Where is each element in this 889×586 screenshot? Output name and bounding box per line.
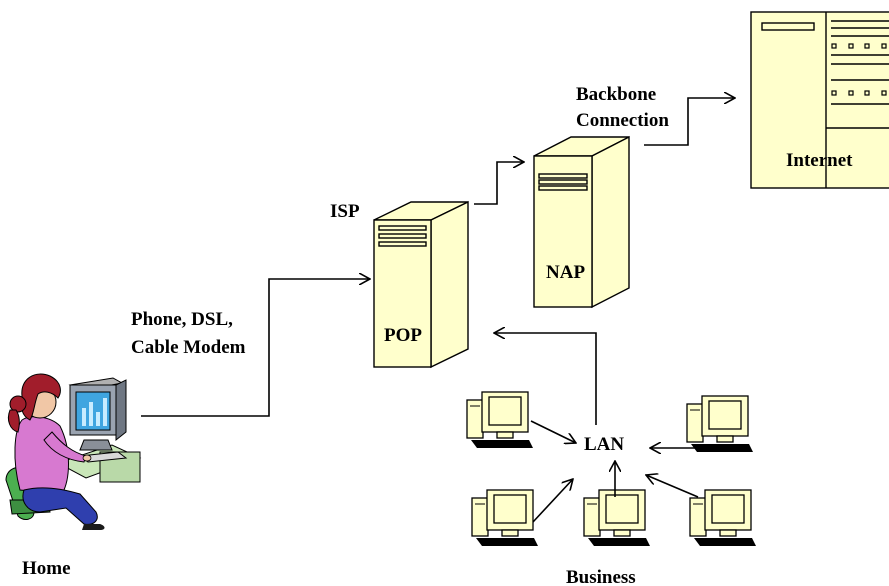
business-workstations [466, 391, 756, 546]
pop-server [373, 200, 469, 369]
business-label: Business [566, 567, 636, 586]
pc-bottom-left-to-lan-arrow [532, 479, 573, 523]
pop-label: POP [384, 325, 422, 346]
home-to-pop-arrow [141, 279, 370, 417]
backbone-connection-arrow [644, 98, 735, 146]
pc-bottom-middle-icon [583, 489, 650, 546]
pc-bottom-left-icon [471, 489, 538, 546]
home-user-icon [5, 373, 142, 530]
pc-top-left-icon [466, 391, 533, 448]
home-label: Home [22, 558, 71, 579]
pc-bottom-right-to-lan-arrow [646, 475, 699, 498]
pc-top-left-to-lan-arrow [530, 420, 576, 443]
pop-to-nap-arrow [474, 162, 524, 205]
nap-label: NAP [546, 262, 585, 283]
phone-dsl-label-line1: Phone, DSL, [131, 309, 233, 330]
phone-dsl-label-line2: Cable Modem [131, 337, 246, 358]
lan-to-pop-arrow [494, 333, 597, 425]
internet-label: Internet [786, 150, 853, 171]
isp-label: ISP [330, 201, 360, 222]
backbone-label-line1: Backbone [576, 84, 656, 105]
backbone-label-line2: Connection [576, 110, 669, 131]
internet-server-rack [750, 11, 889, 189]
nap-server [533, 135, 630, 309]
pc-top-right-icon [686, 395, 753, 452]
pc-bottom-right-icon [689, 489, 756, 546]
lan-label: LAN [584, 434, 624, 455]
